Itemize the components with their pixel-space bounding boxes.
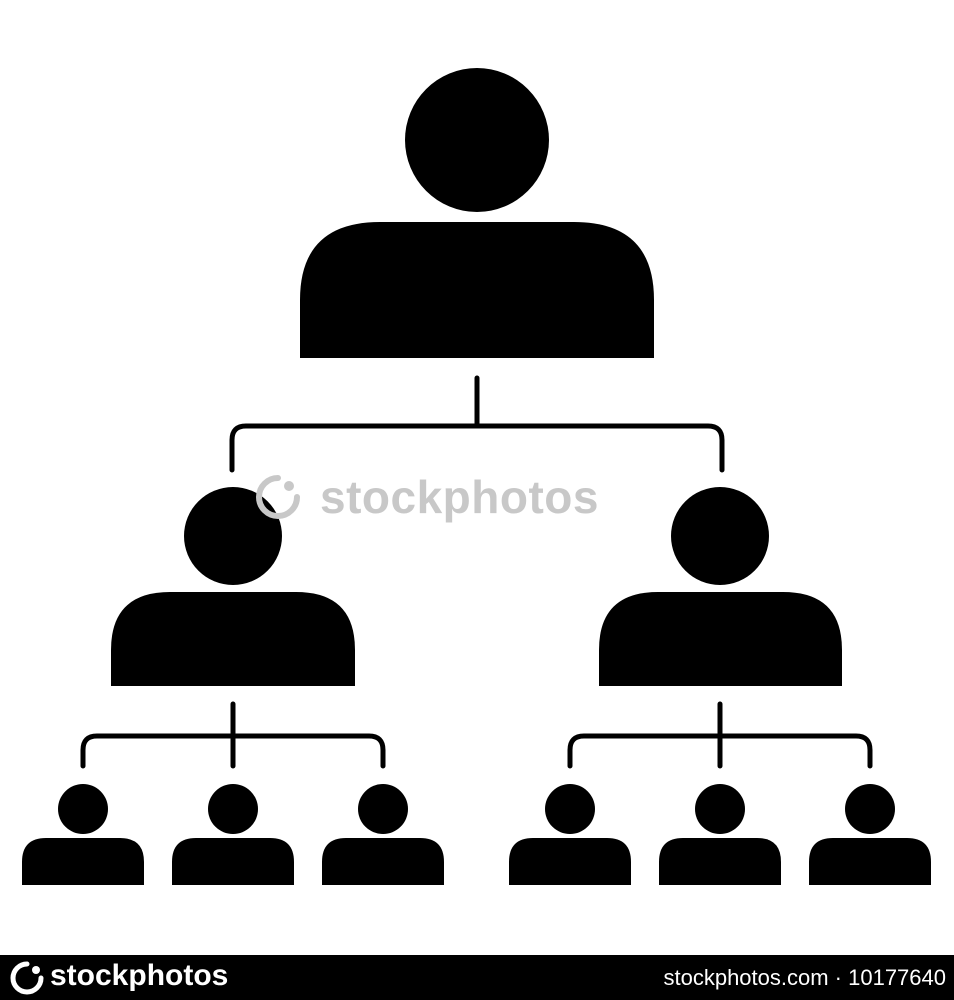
connector-right (567, 701, 873, 769)
person-body (599, 592, 842, 686)
person-head (184, 487, 282, 585)
person-icon-bottom-2 (172, 784, 294, 885)
footer-image-id: stockphotos.com · 10177640 (663, 965, 946, 990)
person-body (172, 838, 294, 885)
person-icon-middle-right (599, 487, 842, 686)
person-head (358, 784, 408, 834)
person-head (58, 784, 108, 834)
person-icon-bottom-5 (659, 784, 781, 885)
footer-brand: stockphotos (50, 959, 229, 992)
person-head (405, 68, 549, 212)
person-body (322, 838, 444, 885)
person-body (22, 838, 144, 885)
person-body (111, 592, 355, 686)
person-body (300, 222, 654, 358)
watermark-logo-icon (256, 475, 300, 519)
person-icon-bottom-6 (809, 784, 931, 885)
connector-left (80, 701, 386, 769)
person-head (845, 784, 895, 834)
person-body (659, 838, 781, 885)
person-head (695, 784, 745, 834)
person-icon-bottom-1 (22, 784, 144, 885)
person-head (208, 784, 258, 834)
footer-bar: stockphotos stockphotos.com · 10177640 (0, 955, 954, 1000)
person-icon-top (300, 68, 654, 358)
person-head (545, 784, 595, 834)
person-body (809, 838, 931, 885)
person-head (671, 487, 769, 585)
person-icon-middle-left (111, 487, 355, 686)
person-icon-bottom-4 (509, 784, 631, 885)
watermark-text: stockphotos (320, 471, 599, 523)
person-body (509, 838, 631, 885)
person-icon-bottom-3 (322, 784, 444, 885)
org-chart-diagram (22, 68, 931, 885)
connector-top (229, 375, 725, 473)
brand-logo-icon (10, 961, 44, 995)
